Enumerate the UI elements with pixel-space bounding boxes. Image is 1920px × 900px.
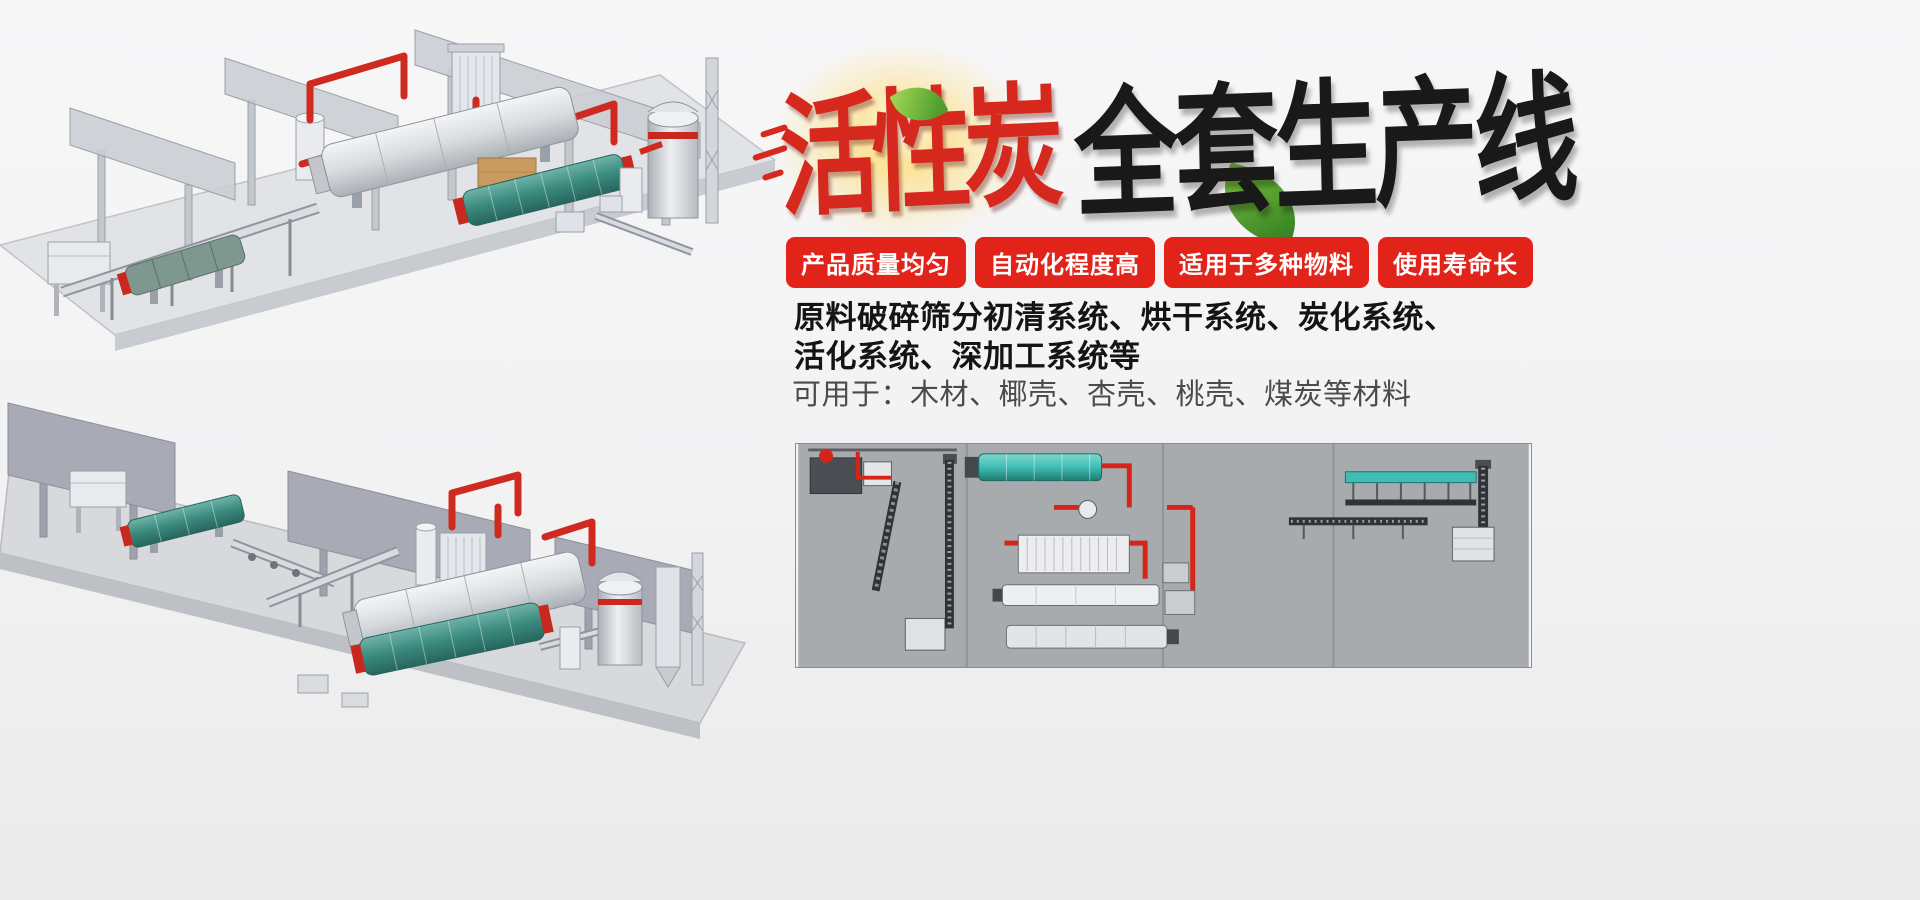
badge-high-automation: 自动化程度高 — [975, 237, 1155, 288]
production-line-layout-schematic — [795, 443, 1532, 668]
description-line-1: 原料破碎筛分初清系统、烘干系统、炭化系统、 — [794, 300, 1456, 335]
rotary-kiln — [307, 86, 579, 208]
incline-conveyor — [266, 546, 400, 627]
cooling-conveyor — [1344, 471, 1477, 506]
screening-drum — [116, 234, 246, 304]
storage-tank — [415, 522, 437, 586]
badge-multiple-materials: 适用于多种物料 — [1164, 237, 1369, 288]
description-line-2: 活化系统、深加工系统等 — [794, 339, 1141, 374]
feature-badges: 产品质量均匀 自动化程度高 适用于多种物料 使用寿命长 — [786, 237, 1533, 288]
fan — [1078, 499, 1098, 519]
discharge-box — [904, 617, 946, 651]
dryer-drum-schematic — [964, 453, 1103, 482]
small-equipment — [555, 195, 623, 233]
activation-drum — [350, 602, 554, 676]
furnace-unit — [619, 57, 719, 224]
bucket-elevator — [942, 453, 957, 629]
drum-end-equipment — [1162, 562, 1196, 615]
badge-uniform-quality: 产品质量均匀 — [786, 237, 966, 288]
crusher-unit — [809, 448, 892, 495]
production-line-3d-bottom-illustration — [0, 375, 780, 900]
packing-conveyor — [1288, 517, 1428, 540]
pallet-boxes — [297, 674, 369, 708]
furnace-unit — [559, 552, 704, 688]
elevator-right — [1475, 459, 1492, 548]
activation-drum-schematic — [1005, 624, 1179, 649]
cooler-box — [1451, 526, 1495, 562]
badge-long-lifespan: 使用寿命长 — [1378, 237, 1533, 288]
carbonization-drum-schematic — [992, 584, 1160, 607]
red-piping — [448, 471, 596, 567]
production-line-3d-top-illustration — [0, 0, 780, 375]
inclined-conveyor-schematic — [871, 480, 902, 592]
system-description: 原料破碎筛分初清系统、烘干系统、炭化系统、 活化系统、深加工系统等 — [794, 298, 1456, 376]
feed-hopper — [69, 470, 127, 533]
applicable-materials: 可用于：木材、椰壳、杏壳、桃壳、煤炭等材料 — [792, 379, 1412, 411]
screening-drum — [119, 494, 245, 553]
discharge-conveyor — [594, 212, 694, 256]
hot-air-furnace-schematic — [1004, 534, 1148, 579]
dryer-piping — [1053, 463, 1196, 591]
title-activated-carbon: 活性炭 — [777, 72, 1058, 234]
title-complete-production-line: 全套生产线 — [1072, 62, 1576, 236]
